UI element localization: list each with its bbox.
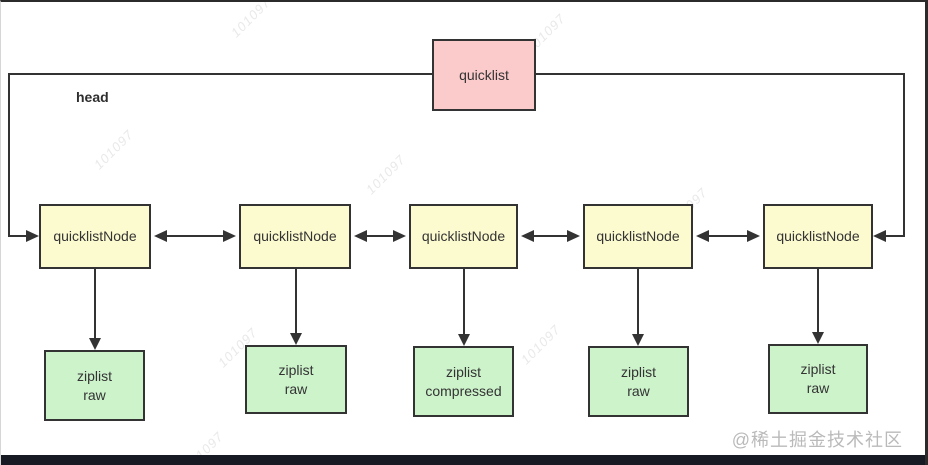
quicklist-node-box-1: quicklistNode [39,204,151,269]
head-label: head [76,89,109,105]
ziplist-box-1: ziplist raw [44,350,145,421]
quicklist-box: quicklist [432,39,536,111]
ziplist-label-line2: raw [284,380,308,397]
ziplist-box-2: ziplist raw [245,345,347,414]
ziplist-label-line2: raw [627,382,650,399]
ziplist-label-line2: compressed [425,382,502,399]
ziplist-label-line1: ziplist [76,367,112,384]
quicklist-node-box-4: quicklistNode [583,204,693,269]
ziplist-label-line2: raw [83,386,106,403]
ziplist-box-4: ziplist raw [588,346,689,417]
quicklist-node-label: quicklistNode [776,228,860,245]
credit-watermark: @稀土掘金技术社区 [731,430,903,450]
watermark-text: 101097 [90,126,137,173]
quicklist-node-box-2: quicklistNode [239,204,351,269]
quicklist-node-label: quicklistNode [421,228,506,245]
quicklist-label: quicklist [459,66,509,83]
ziplist-box-5: ziplist raw [768,344,868,414]
node-link-arrow-1 [154,230,236,242]
node-to-ziplist-arrow-5 [812,269,824,344]
quicklist-node-label: quicklistNode [253,228,337,245]
ziplist-label-line1: ziplist [278,361,314,378]
watermark-text: 101097 [227,0,274,41]
node-to-ziplist-arrow-4 [632,269,644,346]
ziplist-label-line2: raw [806,380,830,396]
node-link-arrow-4 [696,230,760,242]
ziplist-label-line1: ziplist [445,363,481,380]
ziplist-box-3: ziplist compressed [413,346,514,417]
quicklist-node-label: quicklistNode [596,228,680,245]
ziplist-label-line1: ziplist [620,363,656,380]
quicklist-node-box-5: quicklistNode [763,204,873,269]
node-to-ziplist-arrow-1 [89,269,101,350]
ziplist-label-line1: ziplist [800,361,836,378]
node-link-arrow-3 [521,230,580,242]
node-link-arrow-2 [354,230,406,242]
node-to-ziplist-arrow-3 [458,269,470,346]
watermark-text: 101097 [517,321,564,368]
bottom-bar [1,455,925,465]
node-to-ziplist-arrow-2 [290,269,302,345]
quicklist-node-label: quicklistNode [53,228,137,245]
watermark-text: 101097 [362,151,409,198]
quicklist-node-box-3: quicklistNode [409,204,518,269]
